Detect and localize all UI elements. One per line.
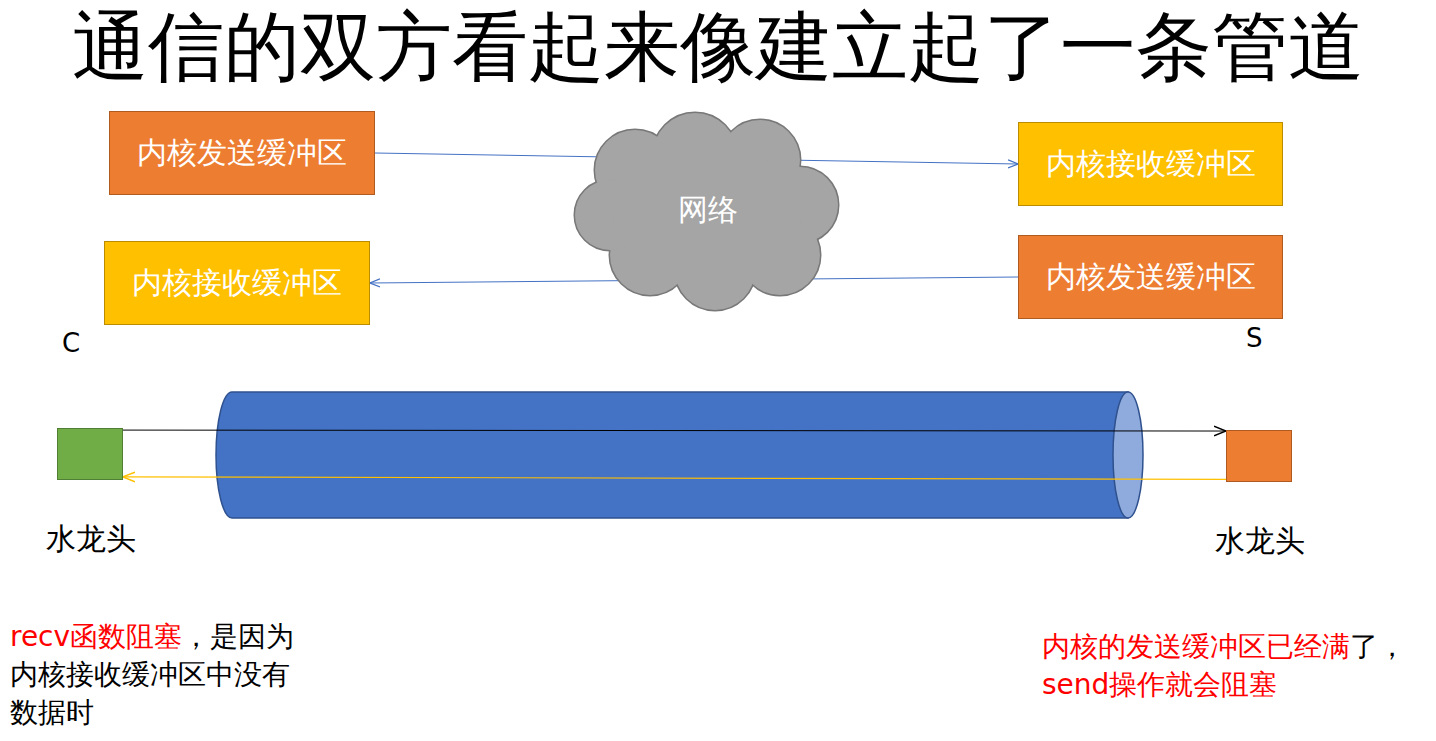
faucet-square: 水龙头: [1226, 430, 1292, 482]
connector-arrow: [123, 430, 1226, 432]
side-label: C: [62, 326, 80, 361]
plain-text: 了，: [1350, 630, 1406, 663]
cloud-fill: [612, 147, 802, 277]
send-buffer-box: 内核发送缓冲区: [109, 111, 375, 195]
node-label: 内核接收缓冲区: [1046, 146, 1256, 182]
node-label: 内核发送缓冲区: [137, 135, 347, 171]
send-buffer-box: 内核发送缓冲区: [1018, 235, 1283, 319]
node-label: 网络: [678, 192, 738, 228]
plain-text: S: [1246, 323, 1263, 353]
connector-arrow: [123, 477, 1226, 480]
cloud-outline: [612, 147, 802, 277]
note-text: 内核的发送缓冲区已经满了， send操作就会阻塞: [1042, 628, 1430, 704]
pipe-body: [216, 392, 1128, 518]
receive-buffer-box: 内核接收缓冲区: [1018, 122, 1283, 206]
node-caption: 水龙头: [46, 521, 136, 557]
side-label: S: [1246, 321, 1263, 356]
highlight-text: 内核的发送缓冲区已经满: [1042, 630, 1350, 663]
note-text: recv函数阻塞，是因为内核接收缓冲区中没有数据时: [10, 618, 302, 732]
highlight-text: send操作就会阻塞: [1042, 668, 1277, 701]
highlight-text: recv函数阻塞: [10, 620, 182, 653]
plain-text: C: [62, 328, 80, 358]
pipe-end: [1113, 392, 1143, 518]
network-cloud: 网络: [575, 110, 840, 310]
node-label: 内核接收缓冲区: [132, 265, 342, 301]
node-caption: 水龙头: [1215, 523, 1305, 559]
faucet-square: 水龙头: [57, 428, 123, 480]
receive-buffer-box: 内核接收缓冲区: [104, 241, 370, 325]
diagram-title: 通信的双方看起来像建立起了一条管道: [0, 2, 1436, 92]
node-label: 内核发送缓冲区: [1046, 259, 1256, 295]
